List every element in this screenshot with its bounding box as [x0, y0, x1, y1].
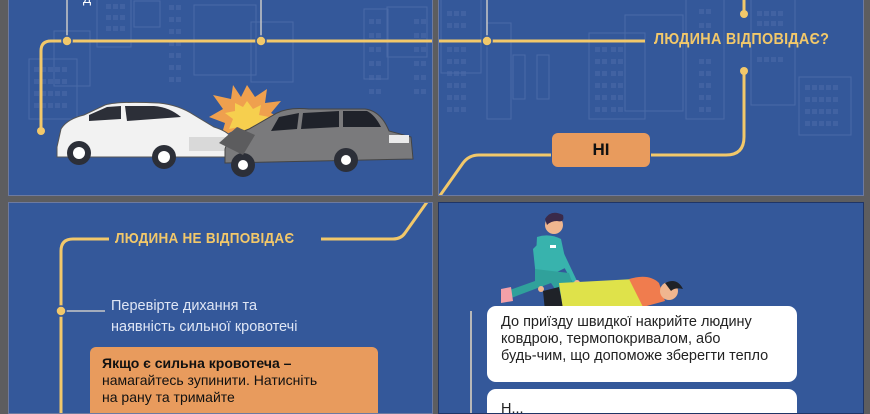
card-text-line: До приїзду швидкої накрийте людину	[501, 314, 752, 330]
keep-warm-card: До приїзду швидкої накрийте людину ковдр…	[487, 306, 797, 382]
panel-question: ЛЮДИНА ВІДПОВІДАЄ? НІ	[438, 0, 864, 196]
bleeding-instruction-box: Якщо є сильна кровотеча – намагайтесь зу…	[90, 347, 378, 413]
question-heading: ЛЮДИНА ВІДПОВІДАЄ?	[654, 31, 830, 48]
svg-text:Д: Д	[83, 0, 91, 6]
check-text-line: наявність сильної кровотечі	[111, 319, 298, 335]
city-background-icon	[439, 0, 852, 195]
medic-helping-person-icon	[501, 212, 683, 311]
card-text-line: ковдрою, термопокривалом, або	[501, 331, 721, 347]
check-text-line: Перевірте дихання та	[111, 298, 258, 314]
panel-accident: Д	[8, 0, 433, 196]
bleeding-bold-text: Якщо є сильна кровотеча	[102, 355, 280, 371]
grey-car-icon	[219, 108, 414, 177]
panel-not-responding: ЛЮДИНА НЕ ВІДПОВІДАЄ Перевірте дихання т…	[8, 202, 433, 414]
white-car-icon	[56, 101, 234, 169]
check-breathing-text: Перевірте дихання та наявність сильної к…	[111, 296, 297, 338]
card-text-line: будь-чим, що допоможе зберегти тепло	[501, 348, 769, 364]
no-button[interactable]: НІ	[552, 133, 650, 167]
dash: –	[279, 355, 292, 371]
not-responding-heading: ЛЮДИНА НЕ ВІДПОВІДАЄ	[115, 230, 295, 247]
bleeding-text-line: на рану та тримайте	[102, 389, 235, 405]
next-instruction-card: Н...	[487, 389, 797, 414]
divider-line	[470, 311, 472, 413]
bleeding-text-line: намагайтесь зупинити. Натисніть	[102, 372, 318, 388]
panel-keep-warm: До приїзду швидкої накрийте людину ковдр…	[438, 202, 864, 414]
city-background-icon: Д	[28, 0, 432, 177]
card-text-line: Н...	[501, 401, 524, 414]
